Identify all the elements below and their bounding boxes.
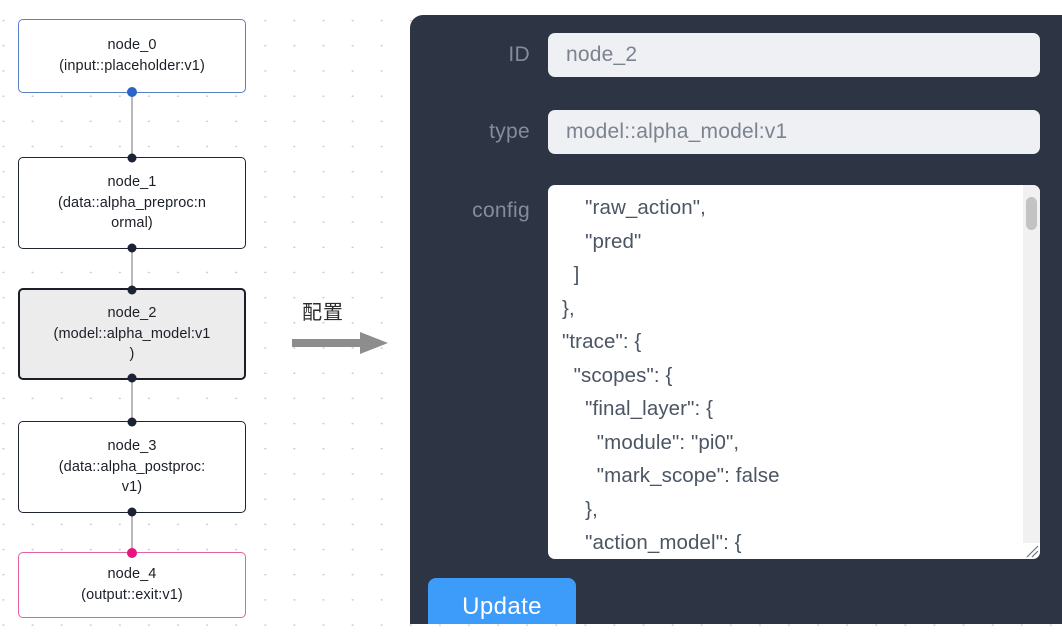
- id-input[interactable]: [548, 33, 1040, 77]
- config-textarea[interactable]: "raw_action", "pred" ] }, "trace": { "sc…: [548, 185, 1040, 559]
- node-handle-source[interactable]: [127, 507, 137, 517]
- graph-node-node_1[interactable]: node_1 (data::alpha_preproc:n ormal): [18, 153, 246, 253]
- arrow-label: 配置: [302, 300, 344, 324]
- node-handle-source[interactable]: [127, 373, 137, 383]
- edge-node2-node3: [131, 380, 133, 421]
- node-handle-target[interactable]: [127, 417, 137, 427]
- config-scrollbar-thumb[interactable]: [1026, 197, 1037, 230]
- node-handle-target[interactable]: [127, 548, 137, 558]
- graph-node-node_4[interactable]: node_4 (output::exit:v1): [18, 548, 246, 618]
- node-config-panel: ID type config "raw_action", "pred" ] },…: [410, 15, 1062, 624]
- config-field-row: config "raw_action", "pred" ] }, "trace"…: [428, 185, 1040, 559]
- node-handle-target[interactable]: [127, 285, 137, 295]
- type-input[interactable]: [548, 110, 1040, 154]
- config-scrollbar[interactable]: [1023, 185, 1040, 543]
- resize-handle-icon[interactable]: [1022, 541, 1039, 558]
- graph-node-label: node_2 (model::alpha_model:v1 ): [53, 305, 211, 363]
- graph-node-node_3[interactable]: node_3 (data::alpha_postproc: v1): [18, 417, 246, 517]
- node-handle-source[interactable]: [127, 243, 137, 253]
- node-handle-target[interactable]: [127, 153, 137, 163]
- graph-node-label: node_1 (data::alpha_preproc:n ormal): [57, 174, 207, 232]
- type-field-row: type: [428, 110, 1040, 154]
- graph-node-label: node_0 (input::placeholder:v1): [59, 37, 205, 74]
- transition-arrow-group: 配置: [292, 296, 402, 362]
- graph-node-label: node_4 (output::exit:v1): [81, 566, 183, 603]
- graph-node-node_0[interactable]: node_0 (input::placeholder:v1): [18, 19, 246, 97]
- config-field-label: config: [472, 199, 530, 222]
- type-field-label: type: [489, 120, 530, 143]
- arrow-right-icon: [292, 332, 388, 354]
- edge-node1-node2: [131, 249, 133, 288]
- edge-node0-node1: [131, 93, 133, 157]
- node-handle-source[interactable]: [127, 87, 137, 97]
- id-field-label: ID: [508, 43, 530, 66]
- id-field-row: ID: [428, 33, 1040, 77]
- edge-node3-node4: [131, 513, 133, 552]
- update-button[interactable]: Update: [428, 578, 576, 624]
- graph-node-node_2[interactable]: node_2 (model::alpha_model:v1 ): [18, 285, 246, 383]
- config-textarea-wrapper: "raw_action", "pred" ] }, "trace": { "sc…: [548, 185, 1040, 559]
- graph-node-label: node_3 (data::alpha_postproc: v1): [58, 438, 206, 496]
